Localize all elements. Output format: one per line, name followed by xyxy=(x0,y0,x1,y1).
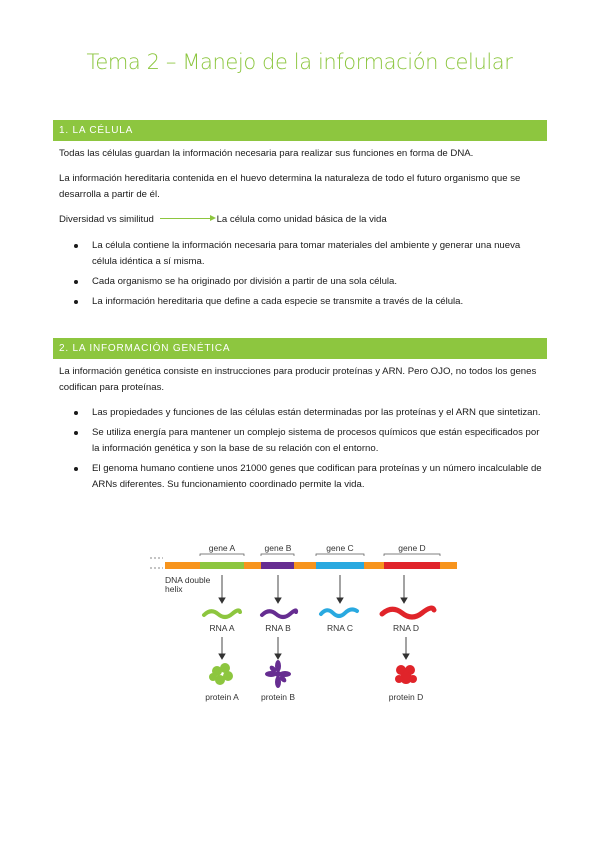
dna-strand xyxy=(165,562,457,569)
rna-c-strand xyxy=(319,607,359,618)
section-heading-informacion-genetica: 2. LA INFORMACIÓN GENÉTICA xyxy=(53,338,547,359)
bullet-icon xyxy=(74,431,78,435)
list-item: La célula contiene la información necesa… xyxy=(59,238,543,270)
protein-b-label: protein B xyxy=(261,692,295,702)
gene-expression-diagram: gene A gene B gene C gene D DNA double h… xyxy=(150,543,457,702)
paragraph-dna: Todas las células guardan la información… xyxy=(59,148,474,159)
bullet-icon xyxy=(74,300,78,304)
rna-d-label: RNA D xyxy=(393,623,419,633)
gene-c-bracket xyxy=(315,553,365,556)
bullet-list-celula: La célula contiene la información necesa… xyxy=(59,238,543,314)
gene-b-label: gene B xyxy=(265,543,292,553)
bullet-icon xyxy=(74,280,78,284)
list-item: Cada organismo se ha originado por divis… xyxy=(59,274,543,290)
protein-a-label: protein A xyxy=(205,692,239,702)
gene-b-bracket xyxy=(260,553,295,556)
dna-label-line2: helix xyxy=(165,584,183,594)
bullet-icon xyxy=(74,244,78,248)
gene-d-bracket xyxy=(383,553,441,556)
rna-c-label: RNA C xyxy=(327,623,353,633)
gene-b-segment xyxy=(261,562,294,569)
protein-d-label: protein D xyxy=(389,692,424,702)
bullet-list-genetica: Las propiedades y funciones de las célul… xyxy=(59,405,543,497)
rna-a-strand xyxy=(202,608,242,619)
gene-a-label: gene A xyxy=(209,543,236,553)
rna-b-label: RNA B xyxy=(265,623,291,633)
bullet-icon xyxy=(74,411,78,415)
rna-d-strand xyxy=(379,605,437,620)
list-item: Las propiedades y funciones de las célul… xyxy=(59,405,543,421)
protein-a-shape xyxy=(209,663,233,685)
transcription-arrows xyxy=(218,575,408,604)
rna-b-strand xyxy=(260,608,299,619)
list-item: La información hereditaria que define a … xyxy=(59,294,543,310)
diversity-line: Diversidad vs similitud La célula como u… xyxy=(59,212,543,228)
section-heading-la-celula: 1. LA CÉLULA xyxy=(53,120,547,141)
gene-c-label: gene C xyxy=(326,543,353,553)
list-item: El genoma humano contiene unos 21000 gen… xyxy=(59,461,543,493)
page-title: Tema 2 – Manejo de la información celula… xyxy=(86,50,513,74)
gene-c-segment xyxy=(316,562,364,569)
dna-label-line1: DNA double xyxy=(165,575,211,585)
protein-b-shape xyxy=(265,660,291,688)
gene-d-segment xyxy=(384,562,440,569)
gene-d-label: gene D xyxy=(398,543,425,553)
gene-a-bracket xyxy=(199,553,245,556)
paragraph-instrucciones: La información genética consiste en inst… xyxy=(59,366,537,393)
translation-arrows xyxy=(218,637,410,660)
protein-d-shape xyxy=(395,665,417,684)
diversity-left-text: Diversidad vs similitud xyxy=(59,214,154,225)
diversity-right-text: La célula como unidad básica de la vida xyxy=(216,214,387,225)
list-item: Se utiliza energía para mantener un comp… xyxy=(59,425,543,457)
rna-a-label: RNA A xyxy=(209,623,234,633)
arrow-right-icon xyxy=(159,214,216,221)
bullet-icon xyxy=(74,467,78,471)
gene-a-segment xyxy=(200,562,244,569)
paragraph-hereditaria: La información hereditaria contenida en … xyxy=(59,173,521,200)
